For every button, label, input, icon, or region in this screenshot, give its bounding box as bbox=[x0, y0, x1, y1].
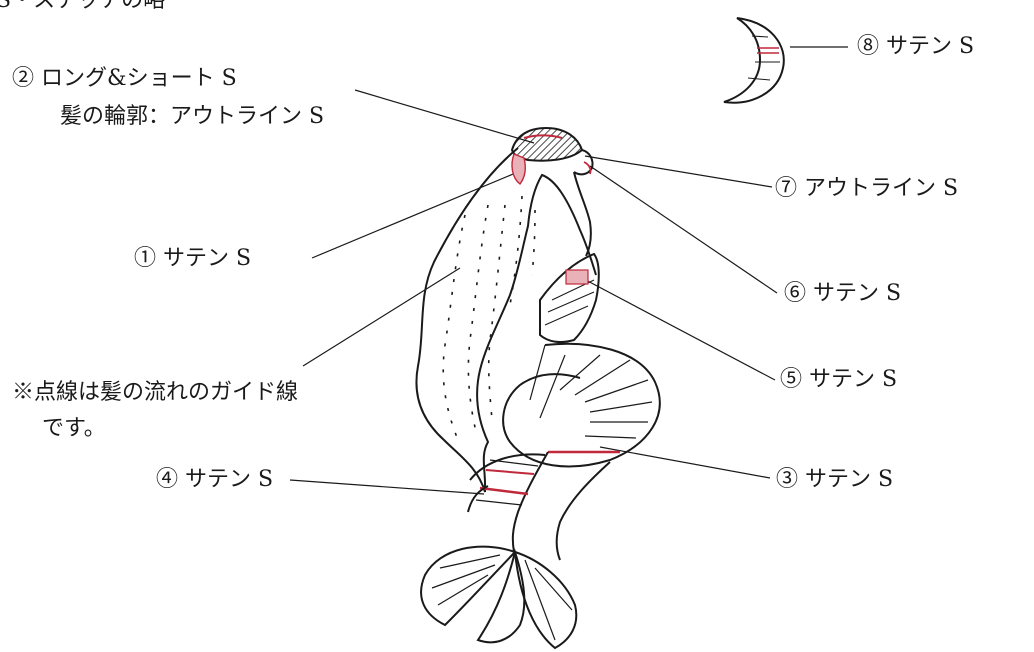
tail-fin-shape bbox=[420, 545, 578, 650]
label-8: ⑧ サテン S bbox=[857, 34, 975, 59]
leader-line-3 bbox=[599, 446, 771, 479]
hair-shape bbox=[415, 147, 597, 493]
note-line2: です。 bbox=[42, 416, 106, 441]
header-partial-text: S・ステッチの略 bbox=[0, 0, 166, 13]
note-line1: ※点線は髪の流れのガイド線 bbox=[12, 380, 299, 405]
label-1: ① サテン S bbox=[134, 246, 252, 271]
tail-lower-shape bbox=[467, 451, 611, 561]
leader-line-2 bbox=[354, 89, 535, 144]
tail-upper-shape bbox=[502, 342, 661, 468]
label-2-line1: ② ロング&ショート S bbox=[12, 66, 237, 91]
leader-line-7 bbox=[584, 155, 773, 188]
leader-line-5 bbox=[581, 277, 776, 381]
head-cap-shape bbox=[510, 126, 584, 185]
leader-lines bbox=[289, 46, 848, 495]
face-shape bbox=[573, 149, 594, 257]
label-4: ④ サテン S bbox=[156, 467, 274, 492]
label-5: ⑤ サテン S bbox=[780, 367, 898, 392]
label-7: ⑦ アウトライン S bbox=[775, 176, 959, 201]
leader-line-4 bbox=[289, 479, 485, 495]
moon-shape bbox=[723, 17, 785, 104]
label-2-line2: 髪の輪郭：アウトライン S bbox=[60, 104, 325, 129]
torso-shape bbox=[539, 252, 600, 344]
label-3: ③ サテン S bbox=[776, 467, 894, 492]
leader-line-1 bbox=[311, 171, 519, 259]
leader-line-note bbox=[302, 267, 461, 367]
label-6: ⑥ サテン S bbox=[784, 281, 902, 306]
leader-line-6 bbox=[589, 165, 778, 294]
